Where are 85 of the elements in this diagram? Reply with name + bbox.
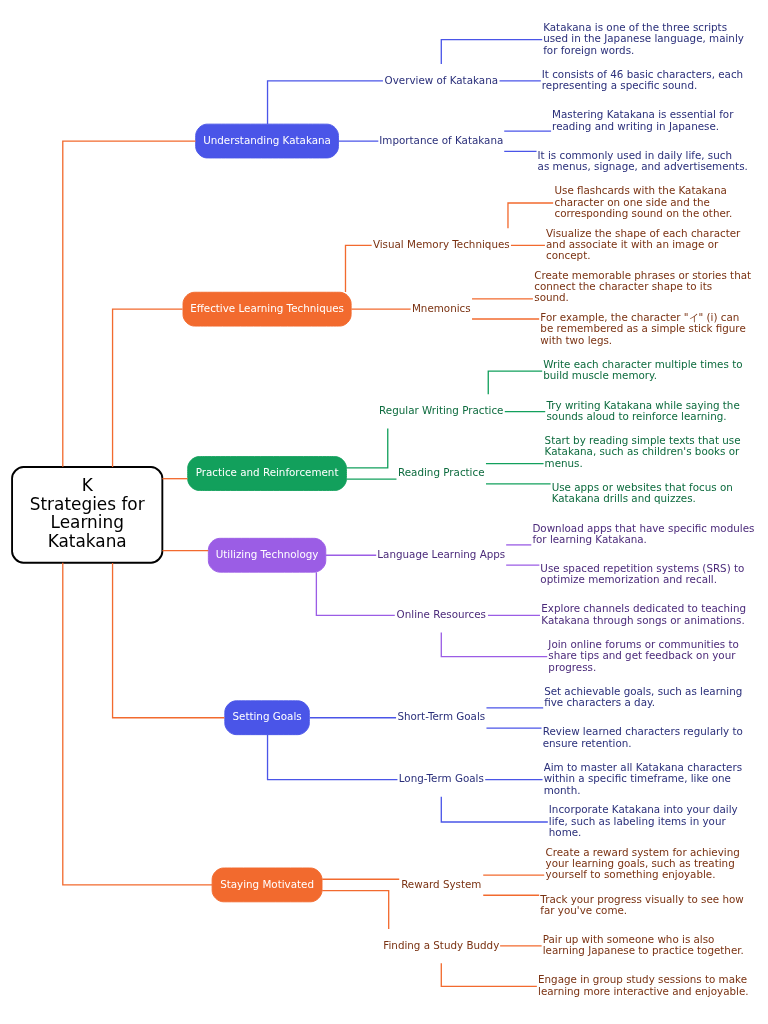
node-text: Reading Practice	[398, 465, 485, 478]
connector	[487, 614, 541, 616]
node-text: Short-Term Goals	[397, 709, 486, 722]
node-text: Visualize the shape of each character and associate it with an image or concept.	[546, 226, 741, 261]
connector	[499, 944, 543, 947]
node-text: Pair up with someone who is also learning Japanese to practice together.	[542, 932, 744, 956]
node-text: Finding a Study Buddy	[383, 938, 500, 951]
node-box: Understanding Katakana	[195, 123, 339, 158]
connector	[485, 726, 543, 729]
node-text: Incorporate Katakana into your daily life, such as labeling items in your home.	[548, 802, 738, 838]
node-text: Review learned characters regularly to ensure retention.	[542, 724, 743, 749]
node-text: Use flashcards with the Katakana character on one side and the corresponding sound on the other.	[554, 183, 733, 219]
node-text: Use spaced repetition systems (SRS) to optimize memorization and recall.	[540, 561, 745, 585]
connector	[503, 130, 552, 132]
connector	[111, 561, 226, 718]
node-text: Katakana is one of the three scripts used in the Japanese language, mainly for foreign words.	[543, 20, 744, 55]
node-text: For example, the character "イ" (i) can be remembered as a simple stick figure with two legs.	[540, 310, 746, 346]
connector	[440, 962, 538, 987]
connector	[111, 308, 184, 468]
connector	[309, 716, 397, 718]
connector	[484, 778, 544, 780]
node-text: Explore channels dedicated to teaching Katakana through songs or animations.	[541, 601, 747, 626]
connector	[505, 563, 541, 566]
node-text: Importance of Katakana	[379, 133, 504, 146]
node-text: It consists of 46 basic characters, each representing a specific sound.	[541, 67, 744, 91]
connector	[325, 554, 377, 556]
node-text: Create memorable phrases or stories that connect the character shape to its sound.	[534, 268, 752, 303]
connector	[507, 201, 554, 229]
node-text: Set achievable goals, such as learning five characters a day.	[544, 684, 743, 708]
node-box: Effective Learning Techniques	[182, 291, 352, 327]
connector	[62, 139, 197, 467]
node-box: Setting Goals	[224, 699, 310, 735]
node-text: Language Learning Apps	[377, 547, 506, 560]
connector	[161, 477, 189, 479]
connector	[498, 79, 542, 82]
connector	[315, 571, 396, 616]
node-text: Track your progress visually to see how far you've come.	[540, 892, 744, 916]
node-box: Staying Motivated	[211, 867, 323, 902]
connector	[485, 706, 544, 708]
connector	[321, 889, 390, 930]
node-text: Start by reading simple texts that use Katakana, such as children's books or menus.	[544, 433, 741, 469]
node-text: Mastering Katakana is essential for reading and writing in Japanese.	[552, 107, 734, 132]
node-text: Aim to master all Katakana characters within a specific timeframe, like one month.	[543, 760, 743, 796]
node-text: Use apps or websites that focus on Katakana drills and quizzes.	[551, 480, 733, 504]
connector	[471, 297, 534, 299]
connector	[487, 370, 543, 395]
node-box: Utilizing Technology	[207, 537, 327, 573]
node-text: Online Resources	[396, 607, 486, 620]
node-text: Engage in group study sessions to make learning more interactive and enjoyable.	[538, 972, 749, 997]
node-box: Practice and Reinforcement	[187, 455, 347, 491]
connector	[504, 410, 546, 412]
connector	[510, 244, 546, 246]
node-text: Download apps that have specific modules for learning Katakana.	[532, 521, 755, 545]
connector	[350, 308, 412, 310]
node-text: Write each character multiple times to build muscle memory.	[543, 357, 743, 381]
node-text: Visual Memory Techniques	[372, 237, 510, 250]
connector	[440, 631, 548, 657]
node-text: Regular Writing Practice	[379, 403, 504, 416]
node-text: Reward System	[401, 877, 482, 890]
connector	[344, 244, 373, 293]
connector	[482, 894, 540, 896]
connector	[338, 139, 379, 142]
connector	[321, 878, 400, 880]
connector	[266, 79, 384, 125]
connector	[471, 317, 540, 320]
node-text: Mnemonics	[411, 301, 471, 314]
connector	[345, 427, 389, 469]
connector	[485, 482, 552, 484]
connector	[482, 873, 545, 876]
connector	[503, 150, 538, 152]
connector	[505, 543, 532, 546]
connector	[345, 478, 398, 480]
connector	[440, 795, 549, 823]
node-text: Create a reward system for achieving your learning goals, such as treating yourself to something enjoyable.	[545, 845, 740, 880]
node-text: It is commonly used in daily life, such as menus, signage, and advertisements.	[537, 148, 748, 172]
node-text: Long-Term Goals	[398, 771, 484, 784]
connector	[266, 733, 399, 780]
connector	[161, 549, 209, 551]
node-box: K Strategies for Learning Katakana	[11, 465, 164, 564]
connector	[62, 561, 213, 886]
connector	[485, 462, 545, 464]
node-text: Overview of Katakana	[384, 73, 499, 86]
node-text: Join online forums or communities to share tips and get feedback on your progress.	[548, 637, 739, 673]
connector	[440, 38, 543, 65]
node-text: Try writing Katakana while saying the sounds aloud to reinforce learning.	[546, 398, 740, 422]
